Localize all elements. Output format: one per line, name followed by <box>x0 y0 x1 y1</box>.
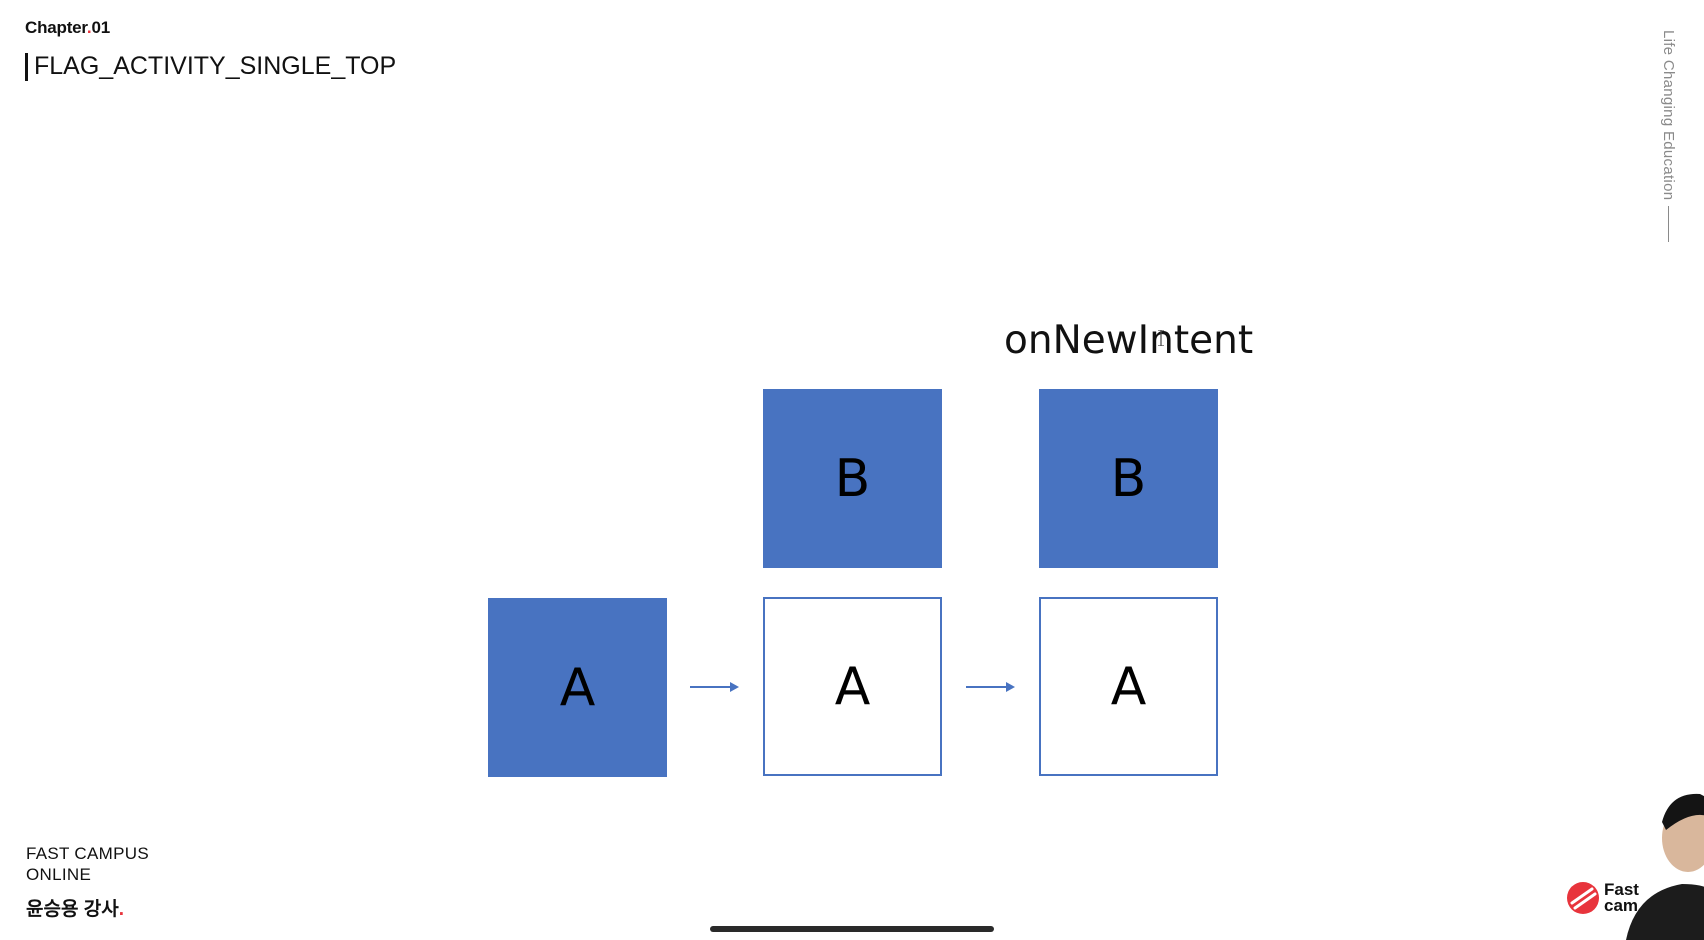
chapter-label: Chapter.01 <box>25 18 110 38</box>
stack2-box-a: A <box>763 597 942 776</box>
brand-text: FAST CAMPUS ONLINE <box>26 843 149 885</box>
brand-line-2: ONLINE <box>26 865 92 884</box>
chapter-dot: . <box>86 18 92 37</box>
instructor-name: 윤승용 강사. <box>26 894 124 921</box>
side-caption: Life Changing Education <box>1660 30 1677 243</box>
instructor-text: 윤승용 강사 <box>26 899 119 920</box>
brand-line-1: FAST CAMPUS <box>26 844 149 863</box>
stack3-box-b: B <box>1039 389 1218 568</box>
annotation-onnewintent: onNewIntent <box>1004 318 1254 363</box>
title-bar <box>25 52 28 81</box>
logo-line-1: Fast <box>1604 880 1639 899</box>
instructor-video-thumbnail <box>1626 793 1704 940</box>
chapter-word: Chapter <box>25 18 87 37</box>
chapter-number: 01 <box>91 18 110 37</box>
logo-line-2: cam <box>1604 896 1639 915</box>
video-progress-bar[interactable] <box>710 926 994 932</box>
slide-title: FLAG_ACTIVITY_SINGLE_TOP <box>25 52 396 81</box>
text-cursor-icon <box>1158 330 1164 346</box>
stack3-box-a: A <box>1039 597 1218 776</box>
side-caption-text: Life Changing Education <box>1660 30 1677 201</box>
logo-text: Fast cam <box>1604 880 1639 915</box>
stack1-box-a: A <box>488 598 667 777</box>
slide-title-text: FLAG_ACTIVITY_SINGLE_TOP <box>34 52 397 80</box>
side-caption-line <box>1668 206 1669 243</box>
arrow-icon <box>690 682 739 692</box>
instructor-dot: . <box>118 899 124 920</box>
fastcampus-logo: Fast cam <box>1566 881 1639 915</box>
fastcampus-logo-icon <box>1567 882 1599 914</box>
arrow-icon <box>966 682 1015 692</box>
stack2-box-b: B <box>763 389 942 568</box>
